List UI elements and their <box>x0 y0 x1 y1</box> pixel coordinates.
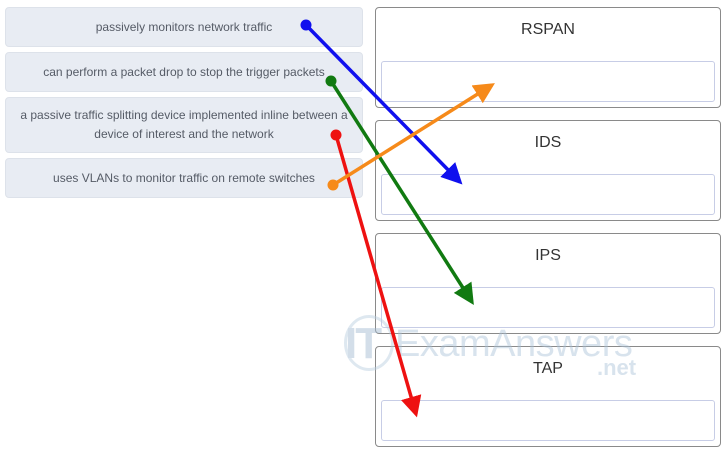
target-rspan: RSPAN <box>375 7 721 108</box>
drop-zone-tap[interactable] <box>381 400 715 441</box>
target-tap: TAP <box>375 346 721 447</box>
drop-zone-ids[interactable] <box>381 174 715 215</box>
drag-item-packet-drop[interactable]: can perform a packet drop to stop the tr… <box>5 52 363 92</box>
target-ips: IPS <box>375 233 721 334</box>
target-title-rspan: RSPAN <box>521 21 575 38</box>
drop-zone-ips[interactable] <box>381 287 715 328</box>
target-title-ids: IDS <box>534 134 562 151</box>
drag-item-traffic-splitting[interactable]: a passive traffic splitting device imple… <box>5 97 363 153</box>
drag-item-vlan-monitor[interactable]: uses VLANs to monitor traffic on remote … <box>5 158 363 198</box>
target-title-ips: IPS <box>535 247 561 264</box>
drop-zone-rspan[interactable] <box>381 61 715 102</box>
drag-item-passive-monitor[interactable]: passively monitors network traffic <box>5 7 363 47</box>
target-ids: IDS <box>375 120 721 221</box>
target-title-tap: TAP <box>533 360 563 377</box>
